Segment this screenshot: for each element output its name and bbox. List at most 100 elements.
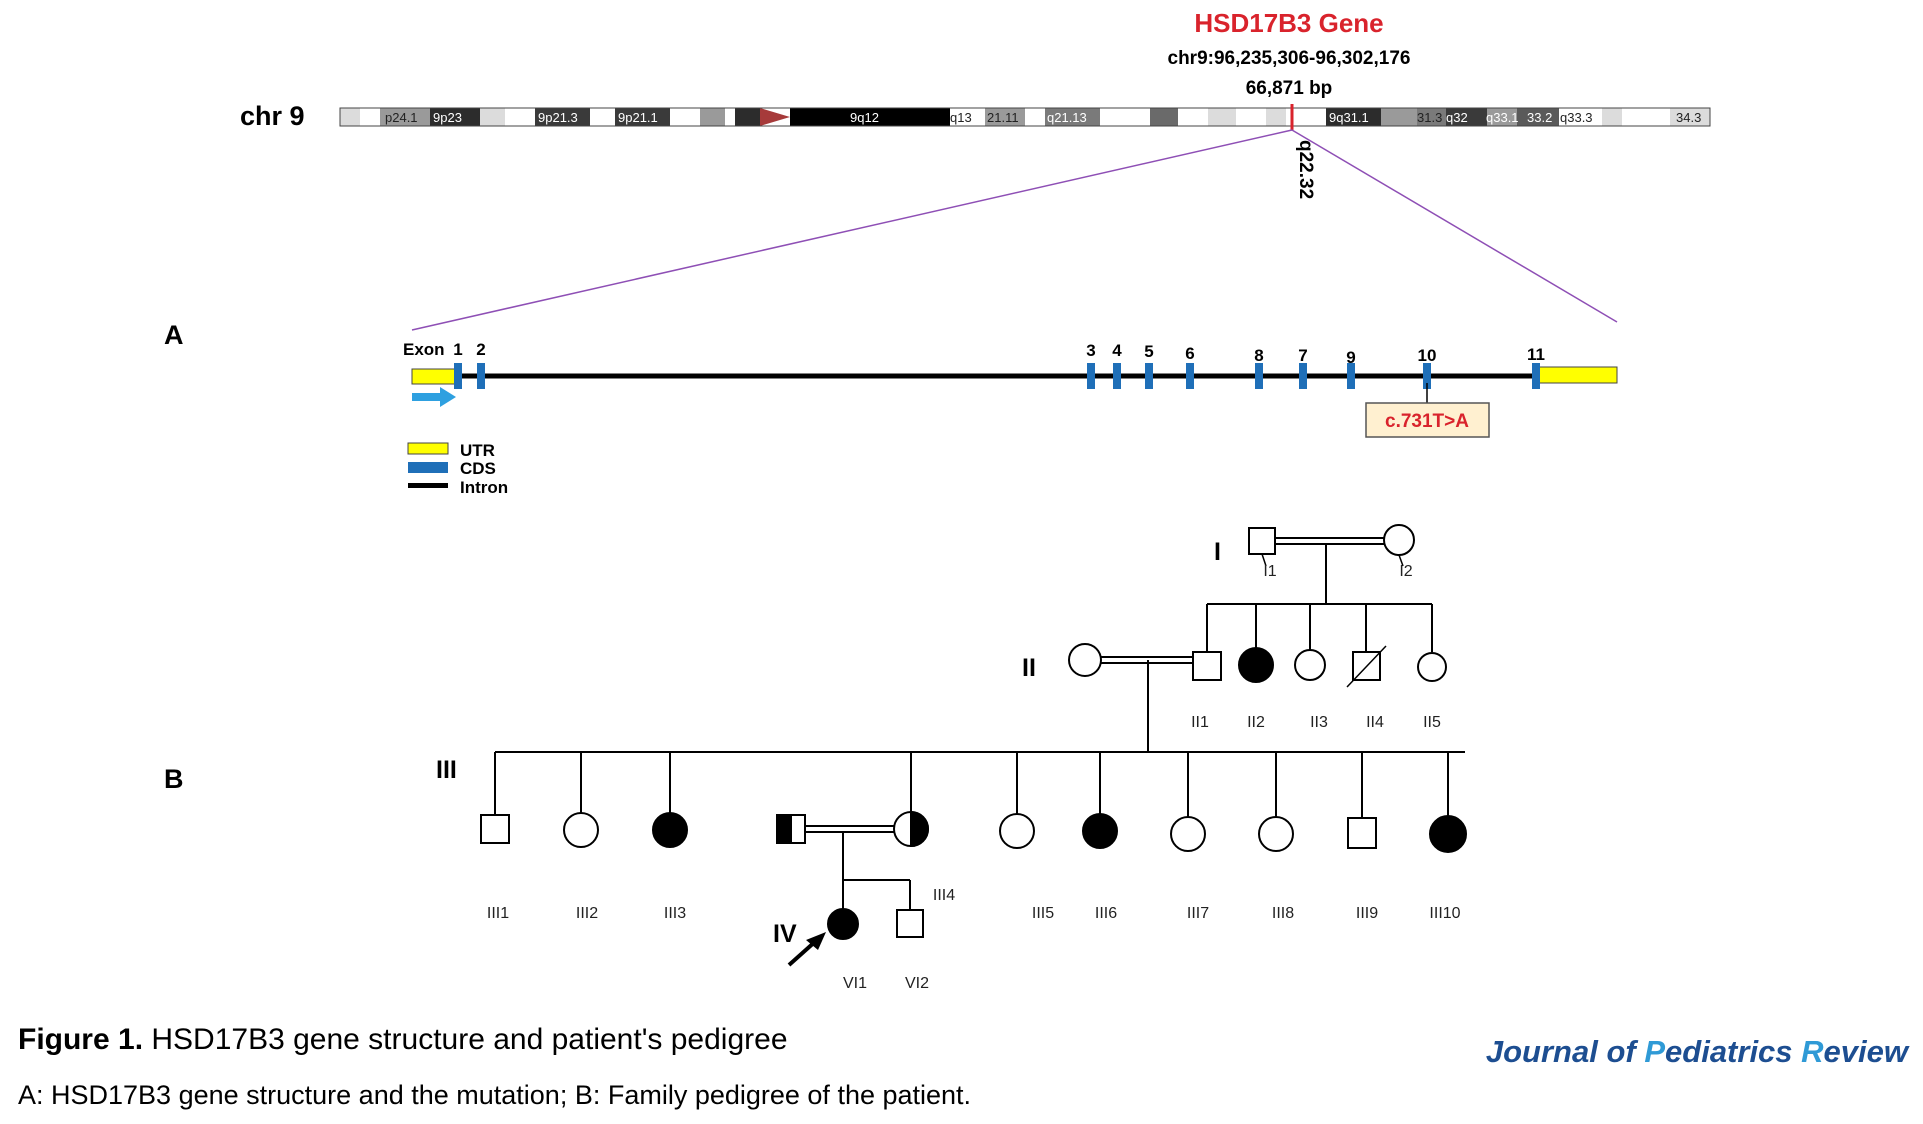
exon-label: 1 [453, 340, 462, 359]
female-unaffected [1417, 652, 1447, 682]
male-unaffected [1248, 527, 1276, 555]
generation-label: II [1022, 654, 1036, 682]
band-label: 34.3 [1676, 110, 1701, 125]
journal-letter: J [1485, 1034, 1504, 1069]
individual-label: I2 [1399, 563, 1412, 580]
band-label: q33.1 [1486, 110, 1519, 125]
exon-cds-block [1532, 363, 1540, 389]
female-unaffected [1383, 524, 1415, 556]
generation-label: III [436, 756, 457, 784]
zoom-line-left [411, 129, 1293, 331]
exon-cds-block [1255, 363, 1263, 389]
gene-length: 66,871 bp [1246, 78, 1333, 99]
individual-label: III10 [1429, 905, 1460, 922]
exon-label: 7 [1298, 346, 1307, 365]
exon-label: 6 [1185, 344, 1194, 363]
legend-intron-swatch [408, 483, 448, 488]
band-label: 9q12 [850, 110, 879, 125]
individual-label: II1 [1191, 714, 1209, 731]
figure-canvas: HSD17B3 Gene chr9:96,235,306-96,302,176 … [164, 8, 1711, 992]
figure-caption-subtitle: A: HSD17B3 gene structure and the mutati… [18, 1080, 972, 1110]
female-affected [652, 812, 688, 848]
individual-label: III4 [933, 887, 955, 904]
pedigree: I II III IV [436, 524, 1467, 992]
legend-cds-swatch [408, 462, 448, 473]
proband-arrow-icon [806, 932, 826, 950]
legend-intron-label: Intron [460, 478, 508, 497]
exon-cds-block [1347, 363, 1355, 389]
exon-cds-block [1087, 363, 1095, 389]
exon-label: 5 [1144, 342, 1153, 361]
male-unaffected [1347, 817, 1377, 849]
chromosome-ideogram: p24.1 9p23 9p21.3 9p21.1 9q12 q13 21.11 … [339, 104, 1711, 130]
individual-label: II2 [1247, 714, 1265, 731]
female-affected [1238, 647, 1274, 683]
exon-ticks [454, 363, 1540, 389]
legend-utr-label: UTR [460, 441, 495, 460]
panel-label-b: B [164, 764, 184, 794]
female-unaffected [1170, 816, 1206, 852]
zoom-line-right [1291, 129, 1618, 323]
exon-label: 9 [1346, 348, 1355, 367]
individual-label: VI2 [905, 975, 929, 992]
mutation-label: c.731T>A [1385, 411, 1469, 432]
exon-cds-block [1299, 363, 1307, 389]
band-label: q33.3 [1560, 110, 1593, 125]
female-unaffected [1294, 649, 1326, 681]
individual-label: VI1 [843, 975, 867, 992]
individual-label: III7 [1187, 905, 1209, 922]
exon-label: 11 [1527, 345, 1545, 364]
band-label: 9p21.3 [538, 110, 578, 125]
journal-letter: P [1644, 1034, 1666, 1069]
exon-cds-block [1113, 363, 1121, 389]
utr-right [1537, 366, 1618, 384]
figure-label: Figure 1. [18, 1023, 144, 1056]
journal-word: eview [1823, 1034, 1908, 1069]
individual-label: III6 [1095, 905, 1117, 922]
generation-label: IV [773, 920, 797, 948]
exon-label: 8 [1254, 346, 1263, 365]
exon-cds-block [1423, 363, 1431, 389]
locus-label: q22.32 [1295, 140, 1316, 199]
panel-label-a: A [164, 320, 184, 350]
figure-title: HSD17B3 gene structure and patient's ped… [151, 1023, 788, 1056]
band-label: 9p23 [433, 110, 462, 125]
male-unaffected [480, 814, 510, 844]
female-unaffected [999, 813, 1035, 849]
exon-cds-block [454, 363, 462, 389]
generation-label: I [1214, 538, 1221, 566]
band-label: q21.13 [1047, 110, 1087, 125]
journal-logo: Journal of Pediatrics Review [1486, 1034, 1908, 1070]
exon-label: 4 [1112, 341, 1122, 360]
chromosome-label: chr 9 [240, 101, 305, 131]
gene-structure: Exon [403, 340, 1618, 385]
female-affected [1082, 813, 1118, 849]
individual-label: I1 [1263, 563, 1276, 580]
female-unaffected [563, 812, 599, 848]
individual-label: III9 [1356, 905, 1378, 922]
legend: UTR CDS Intron [407, 441, 508, 497]
band-label: 31.3 [1417, 110, 1442, 125]
legend-cds-label: CDS [460, 459, 496, 478]
gene-coordinates: chr9:96,235,306-96,302,176 [1168, 48, 1411, 69]
mutation-box [1365, 402, 1490, 438]
individual-label: III5 [1032, 905, 1054, 922]
exon-cds-block [1145, 363, 1153, 389]
individual-label: II5 [1423, 714, 1441, 731]
band-label: 9p21.1 [618, 110, 658, 125]
individual-label: II3 [1310, 714, 1328, 731]
male-unaffected [896, 909, 924, 938]
journal-letter: R [1801, 1034, 1824, 1069]
exon-cds-block [1186, 363, 1194, 389]
exon-label: 2 [476, 340, 485, 359]
band-label: q32 [1446, 110, 1468, 125]
exon-label: 3 [1086, 341, 1095, 360]
exon-label: 10 [1418, 346, 1437, 365]
band-label: 9q31.1 [1329, 110, 1369, 125]
strand-arrow-icon [412, 387, 456, 407]
male-unaffected [1192, 651, 1222, 681]
band-label: 21.11 [987, 110, 1019, 125]
individual-label: III3 [664, 905, 686, 922]
female-unaffected [1258, 816, 1294, 852]
individual-label: III8 [1272, 905, 1294, 922]
